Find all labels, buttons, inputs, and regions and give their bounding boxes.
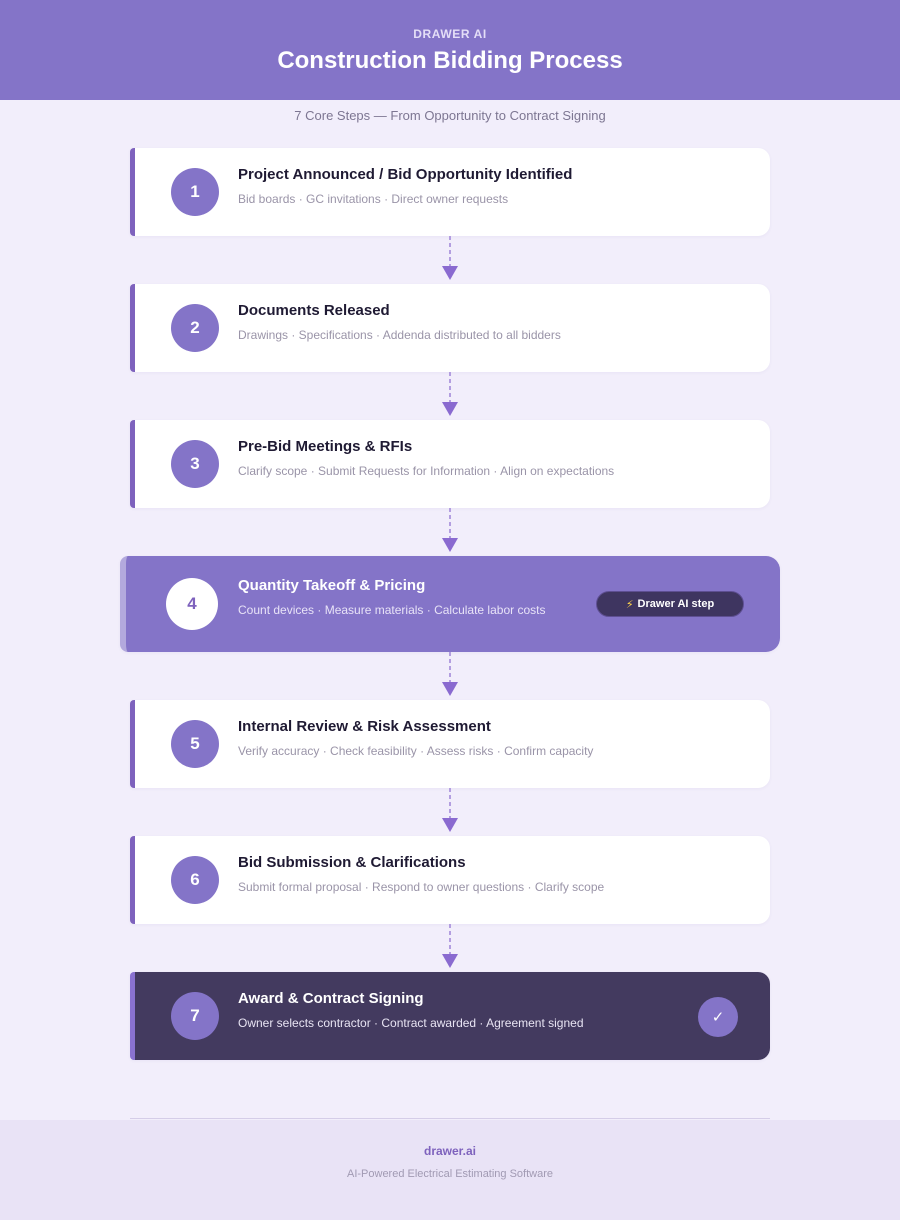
drawer-ai-step-badge: ⚡ Drawer AI step [596, 591, 744, 617]
step-description: Submit formal proposal · Respond to owne… [238, 880, 605, 894]
down-arrow-icon [442, 372, 458, 416]
down-arrow-icon [442, 236, 458, 280]
step-card-3: 3 Pre-Bid Meetings & RFIs Clarify scope … [130, 420, 770, 508]
step-card-6: 6 Bid Submission & Clarifications Submit… [130, 836, 770, 924]
step-description: Count devices · Measure materials · Calc… [238, 603, 546, 617]
step-number-badge: 1 [171, 168, 219, 216]
step-title: Bid Submission & Clarifications [238, 854, 466, 871]
footer-tagline: AI-Powered Electrical Estimating Softwar… [346, 1168, 554, 1180]
step-title: Pre-Bid Meetings & RFIs [238, 438, 413, 455]
step-card-2: 2 Documents Released Drawings · Specific… [130, 284, 770, 372]
step-title: Project Announced / Bid Opportunity Iden… [238, 166, 573, 183]
step-title: Quantity Takeoff & Pricing [238, 577, 426, 594]
down-arrow-icon [442, 788, 458, 832]
step-number-badge: 2 [171, 304, 219, 352]
step-title: Documents Released [238, 302, 390, 319]
step-description: Verify accuracy · Check feasibility · As… [238, 744, 594, 758]
step-title: Internal Review & Risk Assessment [238, 718, 491, 735]
step-description: Owner selects contractor · Contract awar… [238, 1016, 584, 1030]
step-description: Bid boards · GC invitations · Direct own… [238, 192, 509, 206]
down-arrow-icon [442, 924, 458, 968]
header-banner: DRAWER AI Construction Bidding Process [0, 0, 900, 100]
step-description: Clarify scope · Submit Requests for Info… [238, 464, 615, 478]
badge-label: Drawer AI step [637, 598, 715, 610]
step-number-badge: 3 [171, 440, 219, 488]
down-arrow-icon [442, 652, 458, 696]
step-card-7: 7 Award & Contract Signing Owner selects… [130, 972, 770, 1060]
step-title: Award & Contract Signing [238, 990, 424, 1007]
footer-divider [130, 1118, 770, 1119]
step-number-badge: 5 [171, 720, 219, 768]
lightning-icon: ⚡ [625, 598, 634, 611]
step-number-badge: 6 [171, 856, 219, 904]
page-title: Construction Bidding Process [277, 47, 623, 74]
step-card-5: 5 Internal Review & Risk Assessment Veri… [130, 700, 770, 788]
page-subtitle: 7 Core Steps — From Opportunity to Contr… [294, 108, 606, 123]
footer-brand: drawer.ai [423, 1144, 477, 1158]
step-card-4: 4 Quantity Takeoff & Pricing Count devic… [120, 556, 780, 652]
step-card-1: 1 Project Announced / Bid Opportunity Id… [130, 148, 770, 236]
down-arrow-icon [442, 508, 458, 552]
step-number-badge: 4 [166, 578, 218, 630]
check-icon: ✓ [698, 997, 738, 1037]
footer: drawer.ai AI-Powered Electrical Estimati… [0, 1120, 900, 1220]
step-description: Drawings · Specifications · Addenda dist… [238, 328, 561, 342]
step-number-badge: 7 [171, 992, 219, 1040]
brand-label: DRAWER AI [413, 27, 487, 41]
